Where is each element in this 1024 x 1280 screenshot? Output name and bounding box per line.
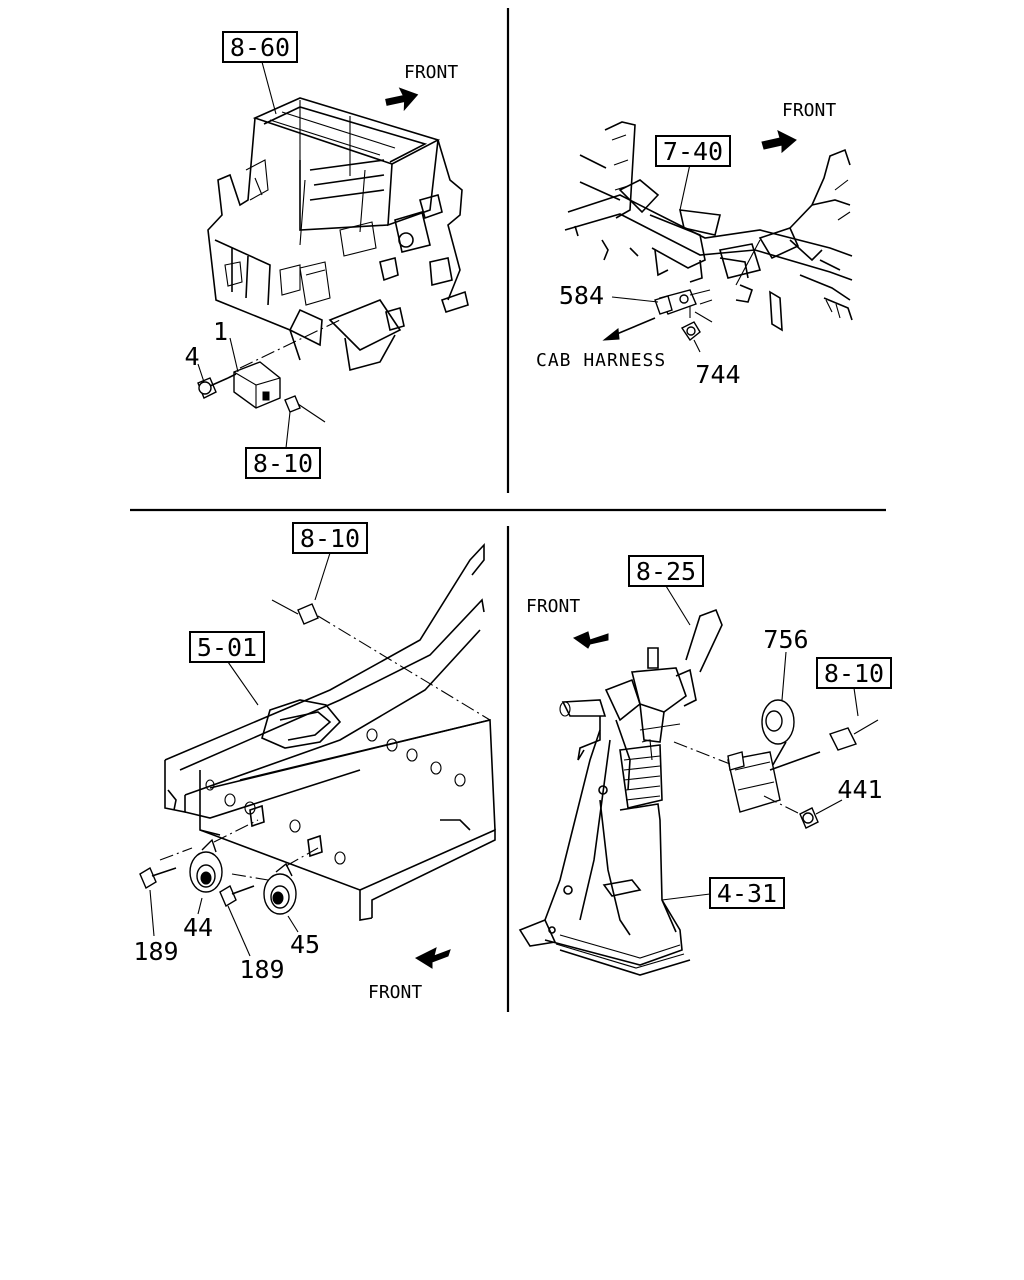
bolt-part-441: [763, 795, 819, 829]
nut-part-744: [680, 306, 701, 342]
bolt-part-4: [197, 377, 229, 399]
part-label-584: 584: [559, 281, 604, 310]
panel-dividers: [130, 8, 886, 1012]
part-label-4: 4: [184, 342, 199, 371]
phantom-line-horn-44-b: [159, 847, 193, 861]
part-label-44: 44: [183, 913, 213, 942]
frame-rail-drawing: [164, 542, 496, 921]
front-label-3: FRONT: [368, 982, 422, 1003]
front-label-1: FRONT: [404, 62, 458, 83]
phantom-line-relay: [239, 319, 341, 369]
bolt-part-189-b: [219, 884, 255, 908]
steering-column-drawing: [518, 608, 723, 976]
ref-label-5-01: 5-01: [197, 633, 257, 662]
ref-label-8-25: 8-25: [636, 557, 696, 586]
leader-part-4: [197, 363, 205, 383]
front-label-4: FRONT: [526, 596, 580, 617]
module-bracket: [727, 751, 821, 813]
panel-cab-harness: FRONT 7-40 584 744 CAB HARNESS: [536, 100, 853, 389]
ref-box-8-60[interactable]: [222, 31, 298, 63]
part-label-744: 744: [695, 360, 740, 389]
leader-756: [781, 651, 787, 701]
ref-label-8-10-a: 8-10: [253, 449, 313, 478]
leader-8-10-c: [853, 687, 859, 717]
front-label-2: FRONT: [782, 100, 836, 121]
part-label-441: 441: [837, 775, 882, 804]
leader-744: [693, 339, 701, 353]
front-arrow-icon-2: [761, 130, 797, 154]
part-label-45: 45: [290, 930, 320, 959]
ref-label-8-60: 8-60: [230, 33, 290, 62]
connector-8-10-a: [284, 395, 326, 449]
cab-harness-label: CAB HARNESS: [536, 350, 666, 371]
leader-8-60: [261, 61, 277, 115]
horn-part-45: [263, 862, 297, 915]
ref-box-4-31[interactable]: [709, 877, 785, 909]
leader-4-31: [661, 893, 711, 901]
front-arrow-icon: [385, 87, 419, 112]
connector-8-10-c: [829, 719, 879, 751]
ref-label-8-10-c: 8-10: [824, 659, 884, 688]
leader-part-45: [287, 915, 299, 933]
relay-part-1: [227, 361, 281, 409]
ref-label-7-40: 7-40: [663, 137, 723, 166]
heater-unit-drawing: [207, 97, 469, 372]
ref-label-4-31: 4-31: [717, 879, 777, 908]
horn-part-44: [189, 838, 223, 893]
leader-5-01: [227, 661, 259, 706]
cab-harness-arrow-icon: [602, 328, 620, 341]
phantom-line-horn-44: [213, 819, 259, 843]
ref-box-5-01[interactable]: [189, 631, 265, 663]
leader-part-189-b: [227, 905, 251, 957]
ref-box-8-10-c[interactable]: [816, 657, 892, 689]
leader-part-44: [197, 897, 203, 915]
panel-heater-unit: 8-60 FRONT 1 4 8-10: [184, 31, 469, 479]
front-arrow-icon-4: [572, 631, 609, 649]
leader-8-10-b: [314, 552, 331, 601]
connector-bracket-584: [654, 289, 713, 323]
part-label-189-a: 189: [133, 937, 178, 966]
part-label-1: 1: [213, 317, 228, 346]
phantom-line-module: [673, 741, 731, 765]
leader-584: [611, 296, 659, 303]
leader-part-1: [229, 337, 239, 373]
leader-8-25: [665, 585, 691, 626]
leader-7-40: [679, 163, 691, 211]
ref-box-7-40[interactable]: [655, 135, 731, 167]
leader-part-189-a: [149, 889, 155, 937]
part-label-756: 756: [763, 625, 808, 654]
front-arrow-icon-3: [414, 947, 451, 969]
leader-441: [815, 799, 843, 815]
phantom-line-connector-b: [317, 615, 491, 721]
panel-steering-column: 8-25 FRONT 756 8-10: [518, 555, 892, 976]
frame-drawing: [564, 121, 853, 332]
panel-horns: 8-10 5-01 44 45: [133, 522, 496, 1003]
ref-label-8-10-b: 8-10: [300, 524, 360, 553]
ref-box-8-10-a[interactable]: [245, 447, 321, 479]
bolt-part-189-a: [139, 866, 177, 890]
cab-harness-arrow-shaft: [611, 317, 656, 337]
phantom-line-horn-45-b: [231, 873, 269, 881]
connector-8-10-b: [271, 599, 319, 625]
part-label-189-b: 189: [239, 955, 284, 984]
phantom-line-horn-45: [285, 847, 319, 867]
